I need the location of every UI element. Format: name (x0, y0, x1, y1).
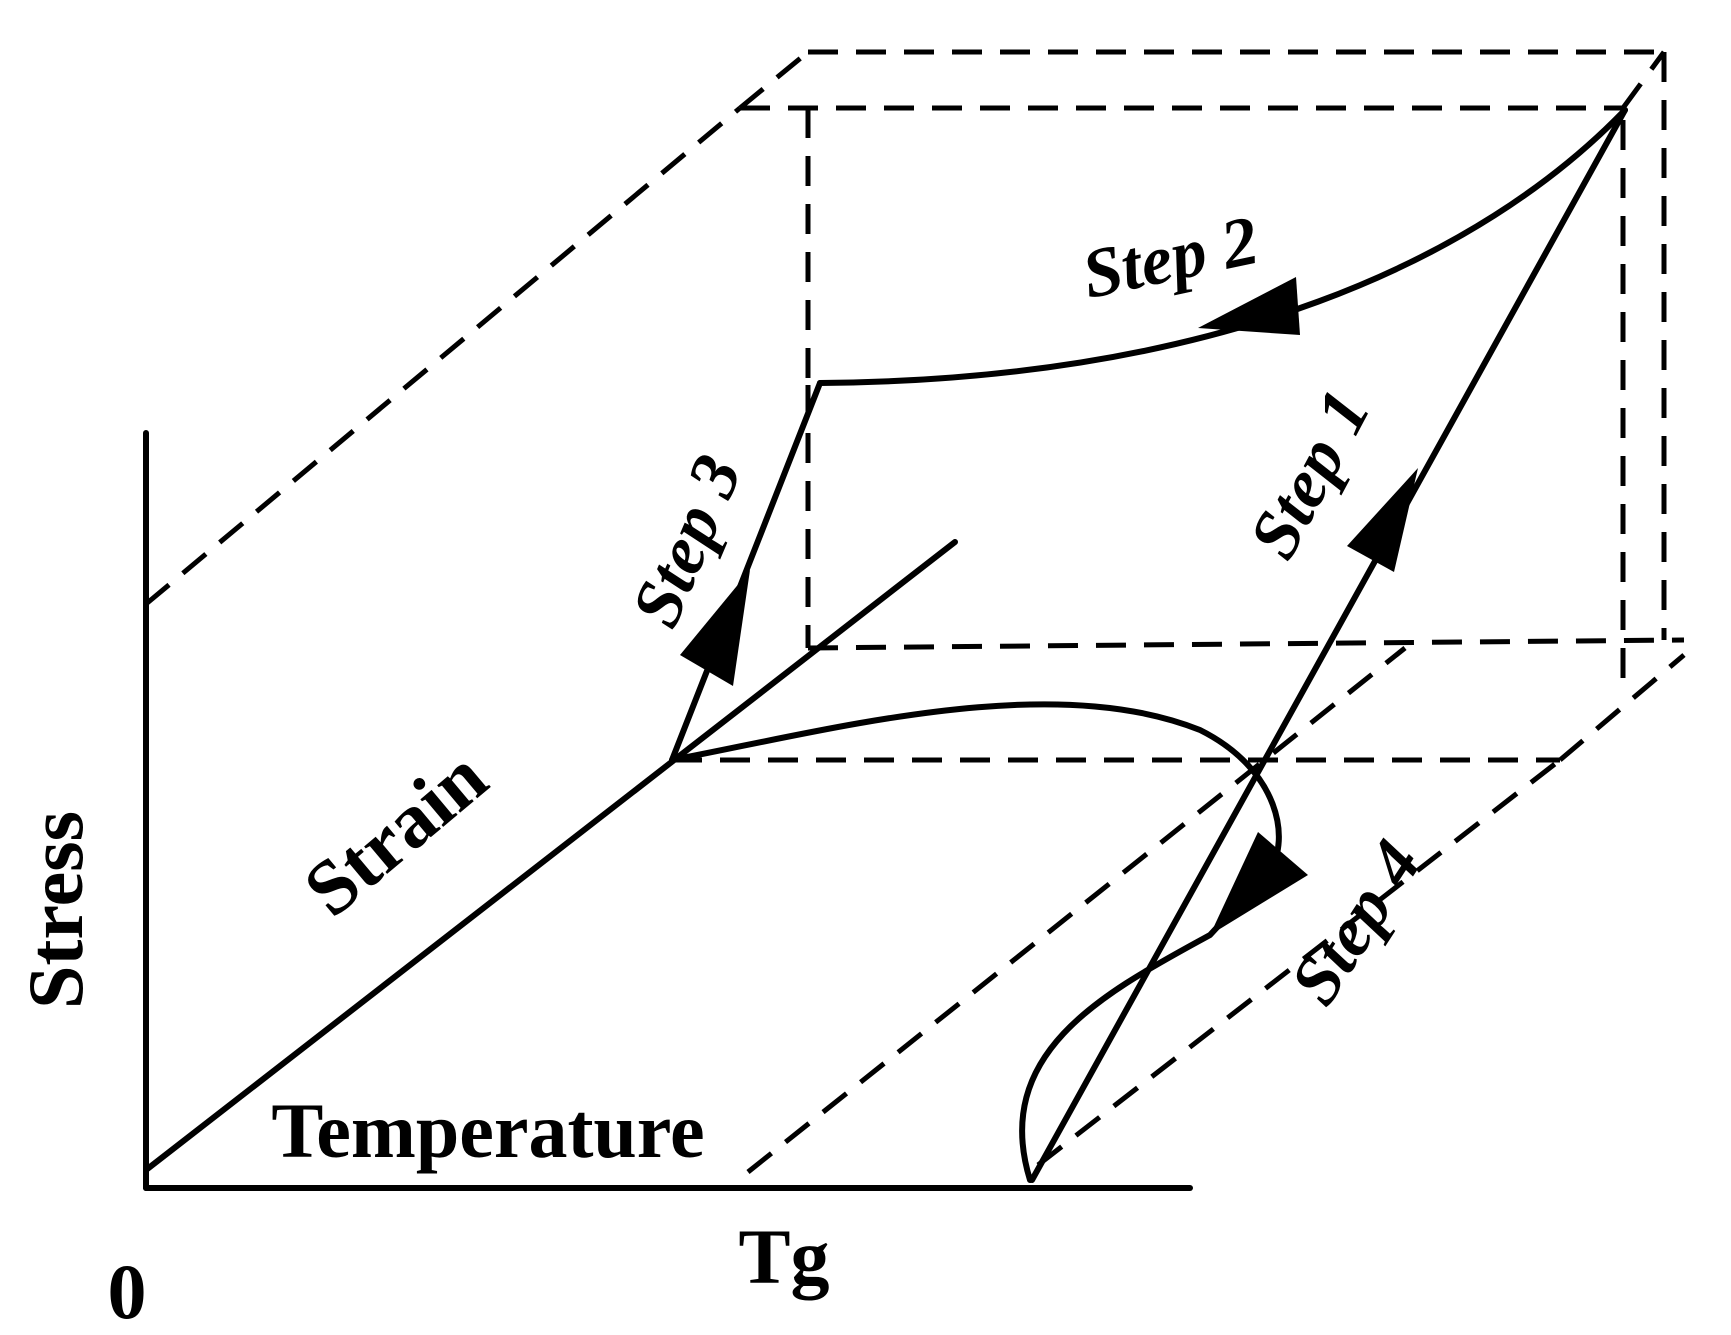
step4-path (669, 701, 1282, 1183)
step2-label: Step 2 (1076, 202, 1265, 314)
dashed-edge (738, 50, 810, 110)
step1-path (1029, 107, 1628, 1183)
origin-label: 0 (108, 1248, 147, 1335)
arrowheads (680, 277, 1418, 935)
tg-label: Tg (738, 1213, 829, 1300)
dashed-edge (746, 646, 1407, 1174)
step4-label: Step 4 (1276, 828, 1437, 1018)
dashed-edge (1036, 758, 1562, 1167)
stress-label: Stress (12, 811, 99, 1009)
step1-arrow-icon (1347, 468, 1418, 572)
dashed-edge (1620, 50, 1667, 110)
temperature-label: Temperature (271, 1087, 704, 1174)
step3-arrow-icon (680, 570, 750, 686)
dashed-reference-box (144, 49, 1686, 1174)
dashed-edge (144, 106, 742, 606)
dashed-edge (1558, 653, 1686, 762)
dashed-edge (807, 637, 1685, 651)
strain-label: Strain (287, 733, 502, 933)
step3-path (669, 380, 823, 763)
cycle-paths (669, 107, 1628, 1183)
step4-arrow-icon (1210, 832, 1308, 935)
strain-axis (143, 539, 958, 1173)
step2-arrow-icon (1198, 277, 1300, 335)
step2-path (817, 107, 1628, 386)
